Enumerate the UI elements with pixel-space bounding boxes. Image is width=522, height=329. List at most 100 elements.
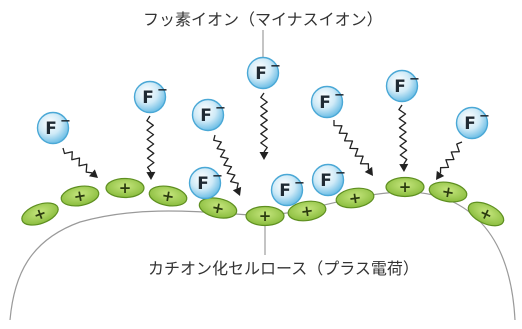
ion-symbol: F	[45, 119, 57, 139]
arrow-shaft	[398, 104, 408, 165]
ion-charge: −	[334, 88, 345, 103]
fluoride-ion-label: フッ素イオン（マイナスイオン）	[143, 10, 383, 29]
wavy-arrow	[398, 104, 409, 172]
fluoride-ion: F−	[310, 85, 345, 119]
ion-charge: −	[294, 176, 305, 191]
ion-circle	[188, 166, 222, 200]
ion-charge: −	[479, 109, 490, 124]
plus-sign: +	[160, 186, 176, 206]
plus-sign: +	[72, 186, 88, 206]
ion-group: F−F−F−F−F−F−F−F−F−F−	[36, 56, 490, 207]
ion-circle	[455, 106, 489, 140]
ion-circle	[311, 163, 345, 197]
arrow-shaft	[213, 134, 239, 189]
fluoride-ion: F−	[188, 166, 223, 200]
plus-sign: +	[440, 182, 456, 202]
arrow-group	[62, 92, 463, 196]
ion-symbol: F	[279, 181, 291, 201]
arrow-head	[259, 152, 269, 160]
arrow-shaft	[146, 115, 155, 173]
ion-symbol: F	[197, 174, 209, 194]
plus-sign: +	[348, 188, 363, 208]
ion-charge: −	[335, 166, 346, 181]
arrow-shaft	[333, 120, 370, 170]
cation-charge: +	[105, 177, 145, 199]
ion-circle	[36, 111, 70, 145]
wavy-arrow	[333, 120, 373, 176]
arrow-shaft	[62, 147, 92, 174]
plus-sign: +	[399, 178, 412, 196]
fluoride-ion: F−	[270, 173, 305, 207]
cation-charge: +	[198, 197, 238, 219]
arrow-head	[232, 186, 242, 196]
ion-symbol: F	[320, 171, 332, 191]
ion-circle	[246, 56, 280, 90]
ion-symbol: F	[464, 114, 476, 134]
cation-ellipse	[21, 202, 59, 226]
wavy-arrow	[213, 134, 242, 196]
fluoride-ion: F−	[191, 98, 226, 132]
cation-group: + + + + + + + + + + +	[21, 176, 505, 227]
ion-circle	[385, 69, 419, 103]
ion-symbol: F	[319, 93, 331, 113]
ion-symbol: F	[255, 64, 267, 84]
cation-ellipse	[198, 197, 238, 219]
fluoride-ion: F−	[311, 163, 346, 197]
arrow-shaft	[439, 141, 463, 174]
fluoride-ion: F−	[246, 56, 281, 90]
plus-sign: +	[210, 198, 226, 218]
wavy-arrow	[259, 92, 269, 160]
cation-charge: +	[245, 205, 285, 227]
cationic-cellulose-label: カチオン化セルロース（プラス電荷）	[148, 259, 419, 278]
cation-ellipse	[287, 200, 327, 222]
wavy-arrow	[436, 141, 463, 180]
cation-charge: +	[467, 201, 505, 227]
plus-sign: +	[31, 203, 49, 224]
ion-symbol: F	[200, 106, 212, 126]
ion-charge: −	[212, 169, 223, 184]
cation-ellipse	[385, 176, 425, 198]
plus-sign: +	[259, 207, 272, 225]
ion-circle	[270, 173, 304, 207]
ion-circle	[133, 80, 167, 114]
cation-ellipse	[148, 185, 188, 207]
ion-charge: −	[157, 83, 168, 98]
cation-charge: +	[428, 181, 468, 203]
ion-symbol: F	[394, 77, 406, 97]
cation-ellipse	[467, 201, 505, 227]
ion-charge: −	[270, 59, 281, 74]
arrow-head	[436, 170, 445, 180]
cation-charge: +	[335, 187, 375, 209]
cation-ellipse	[60, 185, 100, 207]
fluoride-ion: F−	[36, 111, 71, 145]
cation-ellipse	[245, 205, 285, 227]
arrow-head	[364, 166, 373, 176]
arrow-head	[88, 169, 98, 178]
arrow-head	[146, 171, 156, 180]
cation-charge: +	[60, 185, 100, 207]
fluoride-ion: F−	[133, 80, 168, 114]
cation-charge: +	[148, 185, 188, 207]
ion-symbol: F	[142, 88, 154, 108]
cation-charge: +	[385, 176, 425, 198]
cation-charge: +	[287, 200, 327, 222]
ion-charge: −	[409, 72, 420, 87]
ion-charge: −	[215, 101, 226, 116]
arrow-head	[399, 163, 409, 172]
cation-ellipse	[428, 181, 468, 203]
fluoride-ion: F−	[455, 106, 490, 140]
cation-ellipse	[335, 187, 375, 209]
wavy-arrow	[62, 147, 98, 178]
ion-circle	[191, 98, 225, 132]
ion-circle	[310, 85, 344, 119]
cation-ellipse	[105, 177, 145, 199]
fluoride-ion: F−	[385, 69, 420, 103]
cation-charge: +	[21, 202, 59, 226]
arrow-shaft	[260, 92, 268, 153]
wavy-arrow	[146, 115, 156, 180]
plus-sign: +	[119, 179, 132, 197]
plus-sign: +	[300, 201, 315, 221]
ion-charge: −	[60, 114, 71, 129]
